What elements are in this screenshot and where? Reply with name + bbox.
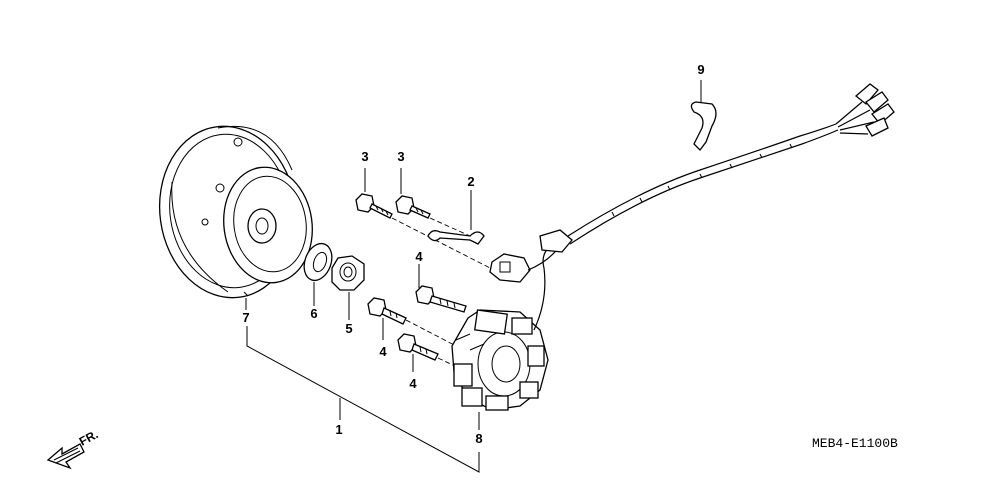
callout-3a: 3: [361, 149, 368, 164]
leader-lines: [245, 80, 702, 473]
washer-drawing: [303, 242, 333, 282]
callout-6: 6: [310, 306, 317, 321]
bolt-3a-drawing: [355, 193, 393, 219]
bolt-4b-drawing: [367, 297, 407, 325]
bolt-4a-drawing: [415, 285, 467, 313]
front-direction-arrow: [46, 443, 85, 470]
callout-5: 5: [345, 321, 352, 336]
band-drawing: [690, 101, 717, 151]
bolt-4c-drawing: [397, 333, 439, 361]
wire-harness-drawing: [527, 83, 895, 331]
callout-3b: 3: [397, 149, 404, 164]
callout-9: 9: [697, 62, 704, 77]
stator-drawing: [451, 309, 549, 411]
callout-8: 8: [475, 431, 482, 446]
callout-4a: 4: [415, 249, 423, 264]
flange-nut-drawing: [331, 255, 365, 291]
callout-1: 1: [335, 422, 342, 437]
wire-clamp-drawing: [427, 230, 485, 245]
bolt-3b-drawing: [395, 195, 431, 219]
callout-4c: 4: [409, 376, 417, 391]
diagram-code: MEB4-E1100B: [812, 436, 898, 451]
pulse-generator-drawing: [489, 253, 531, 283]
callout-4b: 4: [379, 344, 387, 359]
flywheel-drawing: [158, 125, 313, 299]
callout-7: 7: [242, 310, 249, 325]
callout-2: 2: [467, 174, 474, 189]
